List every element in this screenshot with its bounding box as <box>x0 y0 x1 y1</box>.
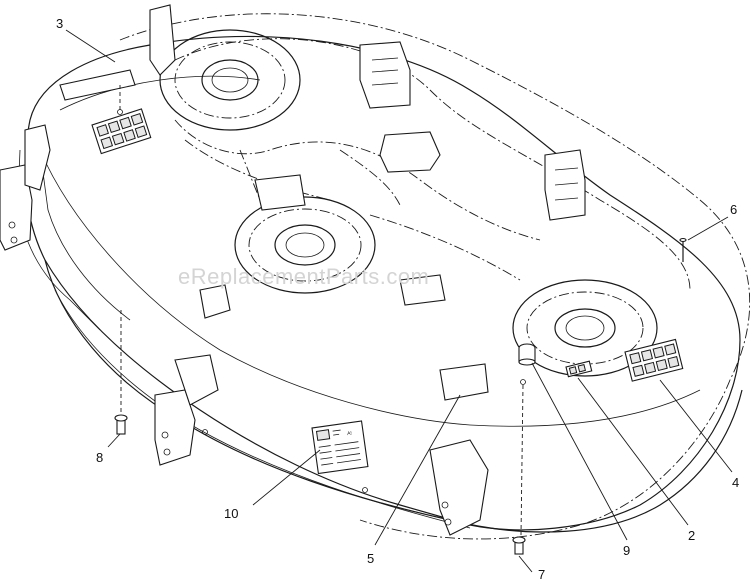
callout-5: 5 <box>367 551 374 566</box>
blank-decal <box>439 363 489 401</box>
callout-10: 10 <box>224 506 238 521</box>
callout-8: 8 <box>96 450 103 465</box>
warning-decal-left <box>91 108 152 155</box>
callout-numbers: 3 6 8 10 5 9 2 4 7 <box>56 16 739 582</box>
leader-lines <box>65 29 733 573</box>
hardware <box>114 109 687 555</box>
callout-3: 3 <box>56 16 63 31</box>
decal-corner-mark: A! <box>347 431 353 438</box>
pin <box>679 237 687 262</box>
instruction-decal-front: A! <box>311 420 369 475</box>
blade-housings <box>159 29 691 377</box>
small-decal <box>565 360 593 378</box>
callout-6: 6 <box>730 202 737 217</box>
bolt-bottom <box>512 536 526 555</box>
callout-2: 2 <box>688 528 695 543</box>
watermark: eReplacementParts.com <box>178 264 429 289</box>
callout-4: 4 <box>732 475 739 490</box>
callout-9: 9 <box>623 543 630 558</box>
decals: A! <box>91 108 684 475</box>
deck-brackets <box>0 4 586 536</box>
bolt-left <box>114 414 128 435</box>
callout-7: 7 <box>538 567 545 582</box>
grease-fitting <box>518 343 536 366</box>
warning-decal-right <box>624 338 684 382</box>
